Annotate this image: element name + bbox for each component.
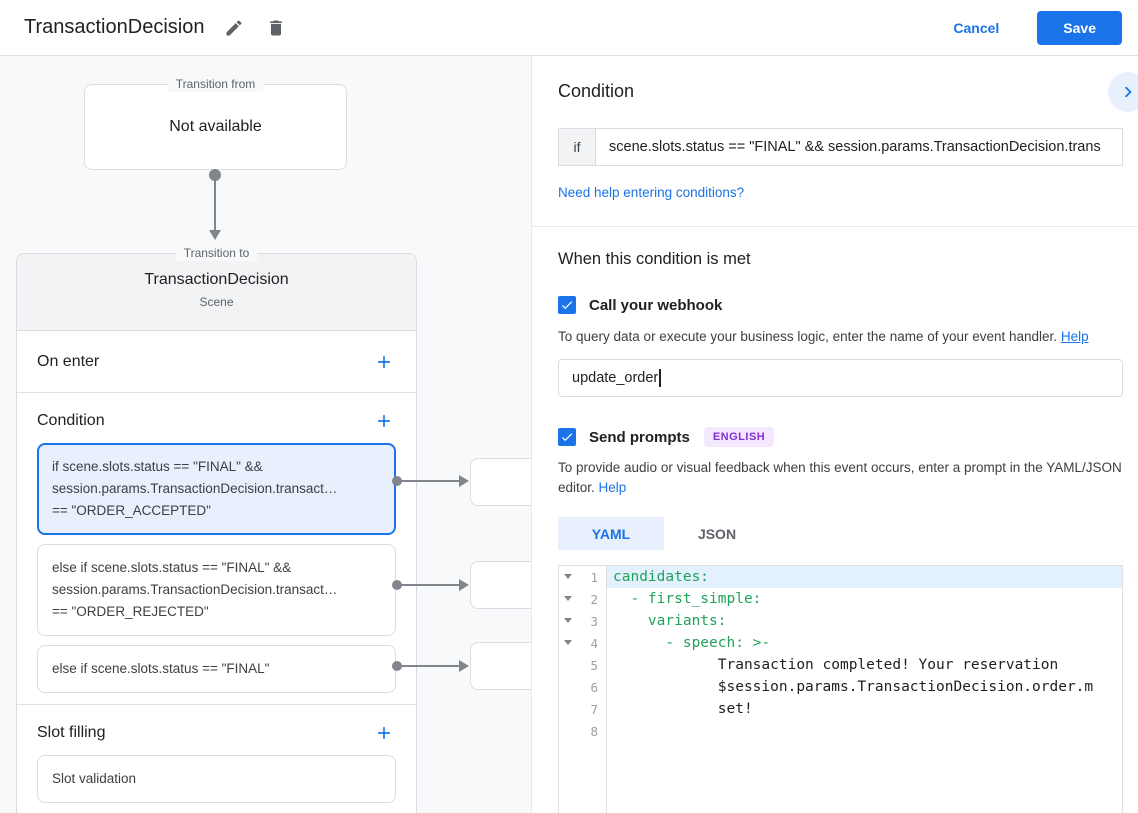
page-title: TransactionDecision xyxy=(24,16,205,38)
top-bar: TransactionDecision Cancel Save xyxy=(0,0,1138,56)
condition-help-link[interactable]: Need help entering conditions? xyxy=(558,185,745,200)
transition-target-node[interactable] xyxy=(470,458,531,506)
call-webhook-label: Call your webhook xyxy=(589,296,723,314)
transition-from-box: Transition from Not available xyxy=(84,76,347,170)
condition-detail-panel: Condition if Need help entering conditio… xyxy=(531,56,1138,813)
code-line: 6 $session.params.TransactionDecision.or… xyxy=(590,679,1094,695)
code-line: 3 variants: xyxy=(559,610,1122,632)
webhook-help-link[interactable]: Help xyxy=(1060,329,1089,344)
connector-line xyxy=(214,175,216,233)
delete-scene-button[interactable] xyxy=(264,16,288,40)
code-line: 5 Transaction completed! Your reservatio… xyxy=(590,657,1059,673)
plus-icon xyxy=(378,355,390,368)
scene-diagram-canvas: Transition from Not available Transition… xyxy=(0,56,531,813)
code-line: 4 - speech: >- xyxy=(559,632,1122,654)
scene-card-header: TransactionDecision Scene xyxy=(17,254,416,331)
condition-panel-title: Condition xyxy=(558,81,635,101)
editor-gutter xyxy=(559,566,607,813)
slot-validation-card[interactable]: Slot validation xyxy=(37,755,396,803)
prompts-help-link[interactable]: Help xyxy=(598,480,627,495)
condition-label: Condition xyxy=(37,412,105,429)
pencil-icon xyxy=(226,19,242,35)
collapse-panel-button[interactable] xyxy=(1108,72,1138,112)
transition-to-legend: Transition to xyxy=(175,245,258,261)
chevron-right-icon xyxy=(1124,86,1132,98)
on-enter-label: On enter xyxy=(37,352,100,370)
add-condition-button[interactable] xyxy=(372,409,396,433)
trash-icon xyxy=(270,20,283,35)
yaml-code-editor[interactable]: 1 candidates: 2 - first_simple: 3 varian… xyxy=(558,565,1123,813)
connector-arrowhead xyxy=(209,230,221,240)
connector-line xyxy=(397,665,459,667)
webhook-input[interactable]: update_order xyxy=(558,359,1123,397)
when-met-section: When this condition is met Call your web… xyxy=(532,227,1138,813)
text-cursor xyxy=(659,369,661,387)
fold-icon[interactable] xyxy=(564,618,572,623)
condition-expression-input[interactable] xyxy=(595,128,1123,166)
condition-card-rejected[interactable]: else if scene.slots.status == "FINAL" &&… xyxy=(37,544,396,636)
cancel-button[interactable]: Cancel xyxy=(937,12,1015,44)
code-line: 8 xyxy=(590,723,598,739)
transition-target-node[interactable] xyxy=(470,642,531,690)
checkmark-icon xyxy=(561,433,573,442)
transition-target-node[interactable] xyxy=(470,561,531,609)
edit-title-button[interactable] xyxy=(222,16,246,40)
code-line: 2 - first_simple: xyxy=(559,588,1122,610)
tab-yaml[interactable]: YAML xyxy=(558,517,664,550)
on-enter-section: On enter xyxy=(17,331,416,393)
connector-line xyxy=(397,584,459,586)
plus-icon xyxy=(378,727,390,739)
editor-format-tabs: YAML JSON xyxy=(558,517,1122,550)
slot-filling-section: Slot filling Slot validation xyxy=(17,705,416,803)
call-webhook-checkbox[interactable] xyxy=(558,296,576,314)
scene-type-label: Scene xyxy=(199,295,234,309)
condition-header-section: Condition if Need help entering conditio… xyxy=(532,56,1138,227)
connector-arrowhead xyxy=(459,660,469,672)
webhook-description: To query data or execute your business l… xyxy=(558,329,1089,344)
save-button[interactable]: Save xyxy=(1037,10,1122,45)
code-line: 7 set! xyxy=(590,701,753,717)
connector-arrowhead xyxy=(459,475,469,487)
webhook-checkbox-row: Call your webhook xyxy=(558,296,1122,314)
send-prompts-checkbox[interactable] xyxy=(558,428,576,446)
transition-from-legend: Transition from xyxy=(167,76,264,92)
code-line: 1 candidates: xyxy=(559,566,1122,588)
add-slot-button[interactable] xyxy=(372,721,396,745)
when-met-title: When this condition is met xyxy=(558,250,751,268)
fold-icon[interactable] xyxy=(564,596,572,601)
connector-line xyxy=(397,480,459,482)
condition-expression-row: if xyxy=(558,128,1123,166)
condition-card-accepted[interactable]: if scene.slots.status == "FINAL" && sess… xyxy=(37,443,396,535)
scene-name: TransactionDecision xyxy=(144,271,289,288)
language-badge: ENGLISH xyxy=(703,427,775,447)
tab-json[interactable]: JSON xyxy=(697,525,737,542)
add-on-enter-button[interactable] xyxy=(372,350,396,374)
connector-arrowhead xyxy=(459,579,469,591)
fold-icon[interactable] xyxy=(564,640,572,645)
slot-filling-label: Slot filling xyxy=(37,724,106,741)
prompts-description: To provide audio or visual feedback when… xyxy=(558,460,1122,495)
checkmark-icon xyxy=(561,301,573,310)
plus-icon xyxy=(378,415,390,427)
transition-from-content: Not available xyxy=(169,118,262,135)
condition-card-final[interactable]: else if scene.slots.status == "FINAL" xyxy=(37,645,396,693)
transition-to-card: Transition to TransactionDecision Scene … xyxy=(16,245,417,813)
send-prompts-label: Send prompts xyxy=(589,428,690,446)
prompts-checkbox-row: Send prompts ENGLISH xyxy=(558,427,1122,447)
fold-icon[interactable] xyxy=(564,574,572,579)
condition-section: Condition if scene.slots.status == "FINA… xyxy=(17,393,416,705)
if-label: if xyxy=(558,128,595,166)
